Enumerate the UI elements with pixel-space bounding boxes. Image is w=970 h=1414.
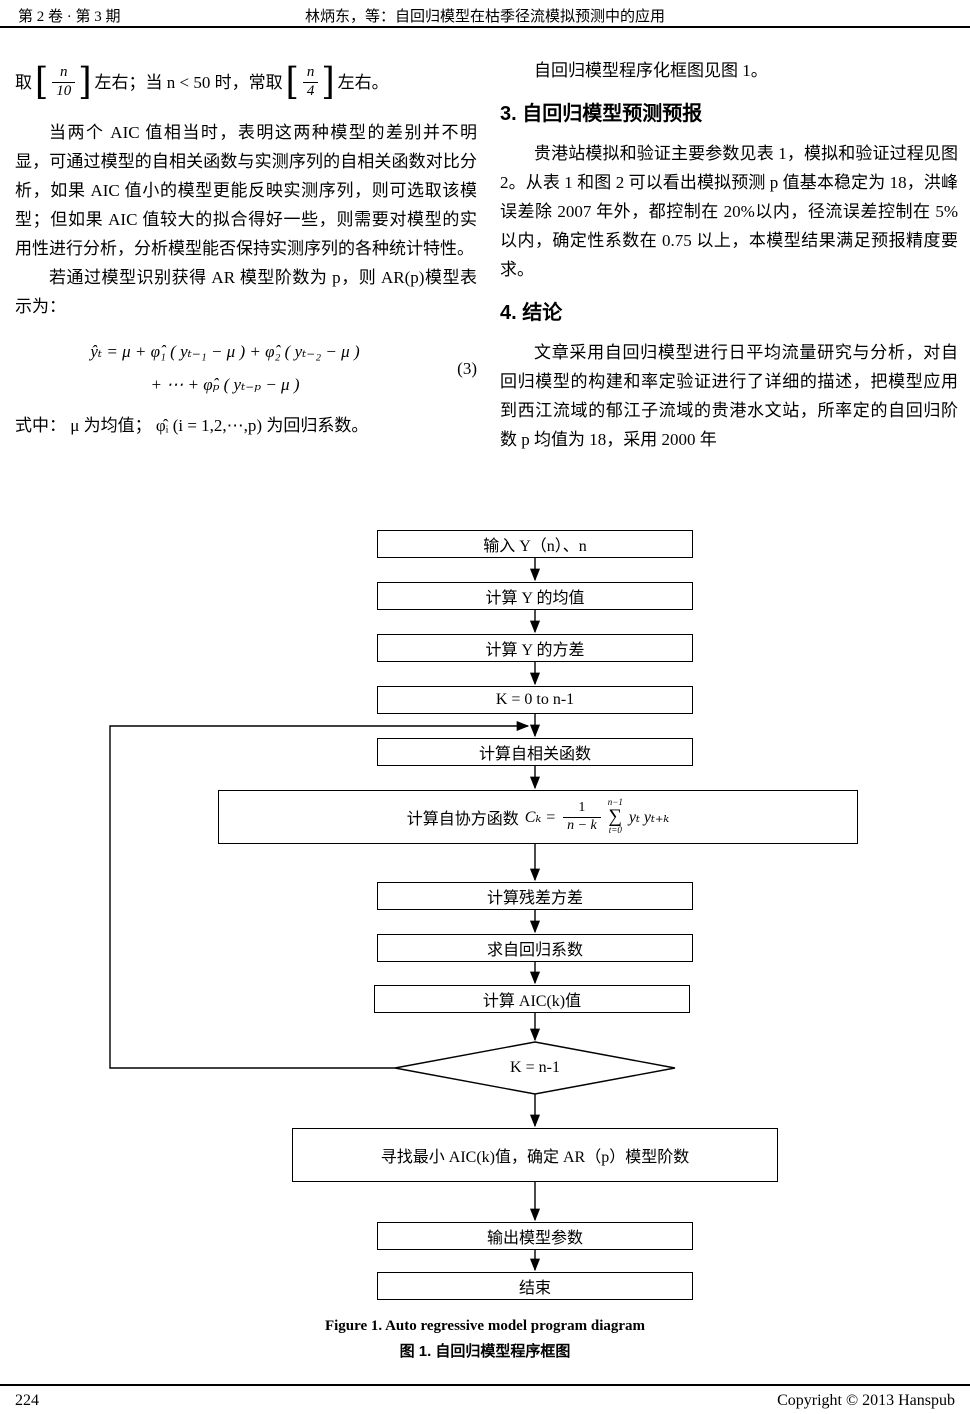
sigma-icon: ∑ (608, 805, 623, 827)
right-column: 自回归模型程序化框图见图 1。 3. 自回归模型预测预报 贵港站模拟和验证主要参… (500, 56, 958, 454)
paragraph-aic-comparison: 当两个 AIC 值相当时，表明这两种模型的差别并不明显，可通过模型的自相关函数与… (15, 123, 477, 258)
flow-box-mean: 计算 Y 的均值 (377, 582, 693, 610)
flow-box-output-parameters: 输出模型参数 (377, 1222, 693, 1250)
summation-lower-limit: t=0 (608, 825, 622, 836)
paragraph-ar-model: 若通过模型识别获得 AR 模型阶数为 p，则 AR(p)模型表示为： (15, 268, 477, 316)
formula-lhs: Cₖ = (524, 809, 557, 826)
paragraph-section-3: 贵港站模拟和验证主要参数见表 1，模拟和验证过程见图 2。从表 1 和图 2 可… (500, 144, 958, 279)
flow-box-find-min-aic: 寻找最小 AIC(k)值，确定 AR（p）模型阶数 (292, 1128, 778, 1182)
paragraph-where: 式中： μ 为均值； φ̂ᵢ (i = 1,2,⋯,p) 为回归系数。 (15, 416, 369, 435)
left-bracket: [ (35, 60, 49, 104)
flow-box-residual-variance: 计算残差方差 (377, 882, 693, 910)
paragraph-section-4: 文章采用自回归模型进行日平均流量研究与分析，对自回归模型的构建和率定验证进行了详… (500, 343, 958, 449)
left-bracket: [ (285, 60, 299, 104)
formula-prefix: 计算自协方函数 (406, 811, 519, 828)
page-footer: 224 Copyright © 2013 Hanspub (0, 1384, 970, 1410)
flowchart-figure-1: 输入 Y（n）、n 计算 Y 的均值 计算 Y 的方差 K = 0 to n-1… (0, 520, 970, 1320)
flow-box-label: 计算 Y 的方差 (485, 642, 585, 659)
flow-box-label: 计算 Y 的均值 (485, 590, 585, 607)
flowchart-connectors (109, 558, 676, 1272)
figure-caption: Figure 1. Auto regressive model program … (0, 1318, 970, 1361)
page-header: 第 2 卷 · 第 3 期 林炳东，等：自回归模型在枯季径流模拟预测中的应用 (0, 0, 970, 28)
flow-box-end: 结束 (377, 1272, 693, 1300)
flow-box-aic-value: 计算 AIC(k)值 (374, 985, 690, 1013)
equation-line-1: ŷₜ = μ + φ̂₁ ( yₜ₋₁ − μ ) + φ̂₂ ( yₜ₋₂ −… (90, 342, 360, 361)
flow-box-label: 输入 Y（n）、n (483, 538, 587, 555)
equation-line-2: + ⋯ + φ̂ₚ ( yₜ₋ₚ − μ ) (150, 375, 300, 394)
formula-terms: yₜ yₜ₊ₖ (628, 809, 670, 826)
text-run: 左右；当 n < 50 时，常取 (94, 72, 283, 92)
flow-box-ar-coefficients: 求自回归系数 (377, 934, 693, 962)
copyright-notice: Copyright © 2013 Hanspub (777, 1392, 955, 1409)
flow-box-label: 计算 AIC(k)值 (482, 993, 582, 1010)
section-4-heading: 4. 结论 (500, 302, 563, 324)
right-bracket: ] (321, 60, 335, 104)
flow-box-loop-start: K = 0 to n-1 (377, 686, 693, 714)
journal-issue: 第 2 卷 · 第 3 期 (18, 9, 121, 25)
running-title: 林炳东，等：自回归模型在枯季径流模拟预测中的应用 (304, 9, 666, 25)
text-run: 左右。 (337, 72, 389, 92)
flow-box-input: 输入 Y（n）、n (377, 530, 693, 558)
flow-box-autocorrelation: 计算自相关函数 (377, 738, 693, 766)
flow-box-label: 计算自相关函数 (478, 746, 591, 763)
flow-box-label: 寻找最小 AIC(k)值，确定 AR（p）模型阶数 (380, 1149, 690, 1166)
flow-box-label: 结束 (518, 1280, 551, 1297)
flow-box-label: 输出模型参数 (486, 1230, 583, 1247)
right-bracket: ] (78, 60, 92, 104)
equation-3: ŷₜ = μ + φ̂₁ ( yₜ₋₁ − μ ) + φ̂₂ ( yₜ₋₂ −… (15, 335, 477, 401)
paragraph-figure-ref: 自回归模型程序化框图见图 1。 (534, 61, 768, 80)
equation-number: (3) (457, 358, 477, 378)
figure-caption-chinese: 图 1. 自回归模型程序框图 (399, 1343, 571, 1360)
page-number: 224 (15, 1392, 39, 1409)
figure-caption-english: Figure 1. Auto regressive model program … (324, 1318, 646, 1334)
text-run: 取 (15, 72, 32, 92)
equation-body: ŷₜ = μ + φ̂₁ ( yₜ₋₁ − μ ) + φ̂₂ ( yₜ₋₂ −… (15, 335, 435, 401)
flow-box-label: 求自回归系数 (486, 942, 583, 959)
flow-box-variance: 计算 Y 的方差 (377, 634, 693, 662)
flow-decision-k-equals-n-1: K = n-1 (425, 1054, 645, 1082)
summation-upper-limit: n−1 (607, 797, 623, 808)
decision-label: K = n-1 (510, 1059, 560, 1076)
summation-symbol: n−1 ∑ t=0 (607, 797, 623, 836)
flow-box-label: 计算残差方差 (486, 890, 583, 907)
flow-box-label: K = 0 to n-1 (495, 691, 575, 708)
section-3-heading: 3. 自回归模型预测预报 (500, 103, 703, 125)
